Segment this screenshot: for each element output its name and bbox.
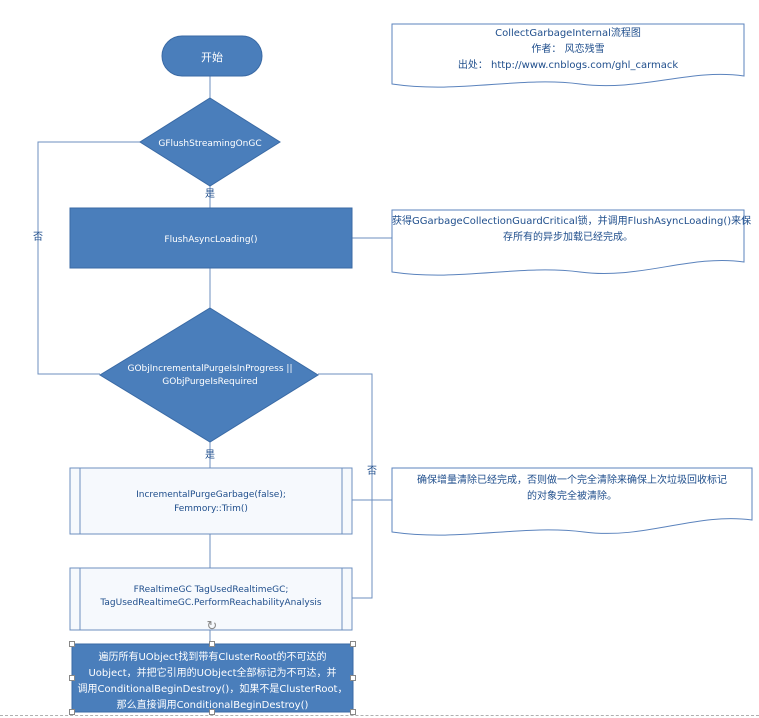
decision2-label-line2: GObjPurgeIsRequired	[162, 377, 257, 387]
decision2-label-line1: GObjIncrementalPurgeIsInProgress ||	[128, 364, 293, 374]
note1-line1: 获得GGarbageCollectionGuardCritical锁，并调用Fl…	[392, 216, 752, 227]
decision-flush-streaming	[139, 97, 281, 187]
edge-label-yes2: 是	[205, 449, 215, 461]
header-title: CollectGarbageInternal流程图	[495, 28, 641, 39]
process3-label-line2: TagUsedRealtimeGC.PerformReachabilityAna…	[99, 598, 321, 608]
edge-decision1-no	[37, 141, 140, 375]
process4-text[interactable]: 遍历所有UObject找到带有ClusterRoot的不可达的 Uobject，…	[72, 644, 353, 712]
resize-handle-bottom-center[interactable]	[209, 709, 215, 715]
process2-label-line2: Femmory::Trim()	[174, 504, 248, 514]
resize-handle-middle-left[interactable]	[69, 675, 75, 681]
process2-label-line1: IncrementalPurgeGarbage(false);	[136, 490, 286, 500]
page-break-line	[0, 715, 759, 716]
process-incremental-purge-garbage	[69, 467, 353, 535]
header-source: 出处： http://www.cnblogs.com/ghl_carmack	[457, 60, 679, 71]
resize-handle-bottom-left[interactable]	[69, 709, 75, 715]
process4-line2: Uobject，并把它引用的UObject全部标记为不可达，并	[88, 668, 337, 679]
resize-handle-top-left[interactable]	[69, 641, 75, 647]
note1-shape	[391, 209, 745, 276]
header-note: CollectGarbageInternal流程图 作者： 风恋残雪 出处： h…	[392, 26, 744, 74]
edge-label-no1: 否	[33, 231, 43, 243]
edge-label-no2: 否	[367, 465, 377, 477]
process3-label-line1: FRealtimeGC TagUsedRealtimeGC;	[134, 585, 289, 595]
edge-decision2-no	[318, 373, 373, 599]
resize-handle-top-right[interactable]	[350, 641, 356, 647]
process4-line1: 遍历所有UObject找到带有ClusterRoot的不可达的	[98, 652, 327, 663]
decision1-label: GFlushStreamingOnGC	[158, 139, 261, 149]
header-author: 作者： 风恋残雪	[531, 44, 605, 55]
rotate-handle-icon[interactable]: ↻	[206, 619, 218, 634]
resize-handle-middle-right[interactable]	[350, 675, 356, 681]
edge-label-yes1: 是	[205, 188, 215, 200]
start-label: 开始	[201, 50, 223, 64]
process4-line4: 那么直接调用ConditionalBeginDestroy()	[116, 700, 309, 711]
process1-label: FlushAsyncLoading()	[164, 235, 257, 245]
process-flush-async-loading	[69, 207, 353, 269]
note2: 确保增量清除已经完成，否则做一个完全清除来确保上次垃圾回收标记 的对象完全被清除…	[392, 473, 752, 505]
note2-line2: 的对象完全被清除。	[527, 491, 617, 502]
process-cluster-root-destroy[interactable]	[71, 643, 354, 713]
note2-shape	[391, 467, 753, 536]
note1: 获得GGarbageCollectionGuardCritical锁，并调用Fl…	[392, 214, 752, 246]
decision-incremental-purge	[99, 307, 319, 443]
resize-handle-top-center[interactable]	[209, 641, 215, 647]
start-node	[161, 35, 263, 77]
process-realtime-gc	[69, 567, 353, 631]
connectors	[37, 76, 392, 644]
process4-line3: 调用ConditionalBeginDestroy()，如果不是ClusterR…	[77, 684, 348, 695]
note1-line2: 存所有的异步加载已经完成。	[503, 232, 633, 243]
header-note-shape	[391, 23, 745, 88]
resize-handle-bottom-right[interactable]	[350, 709, 356, 715]
note2-line1: 确保增量清除已经完成，否则做一个完全清除来确保上次垃圾回收标记	[417, 475, 727, 486]
